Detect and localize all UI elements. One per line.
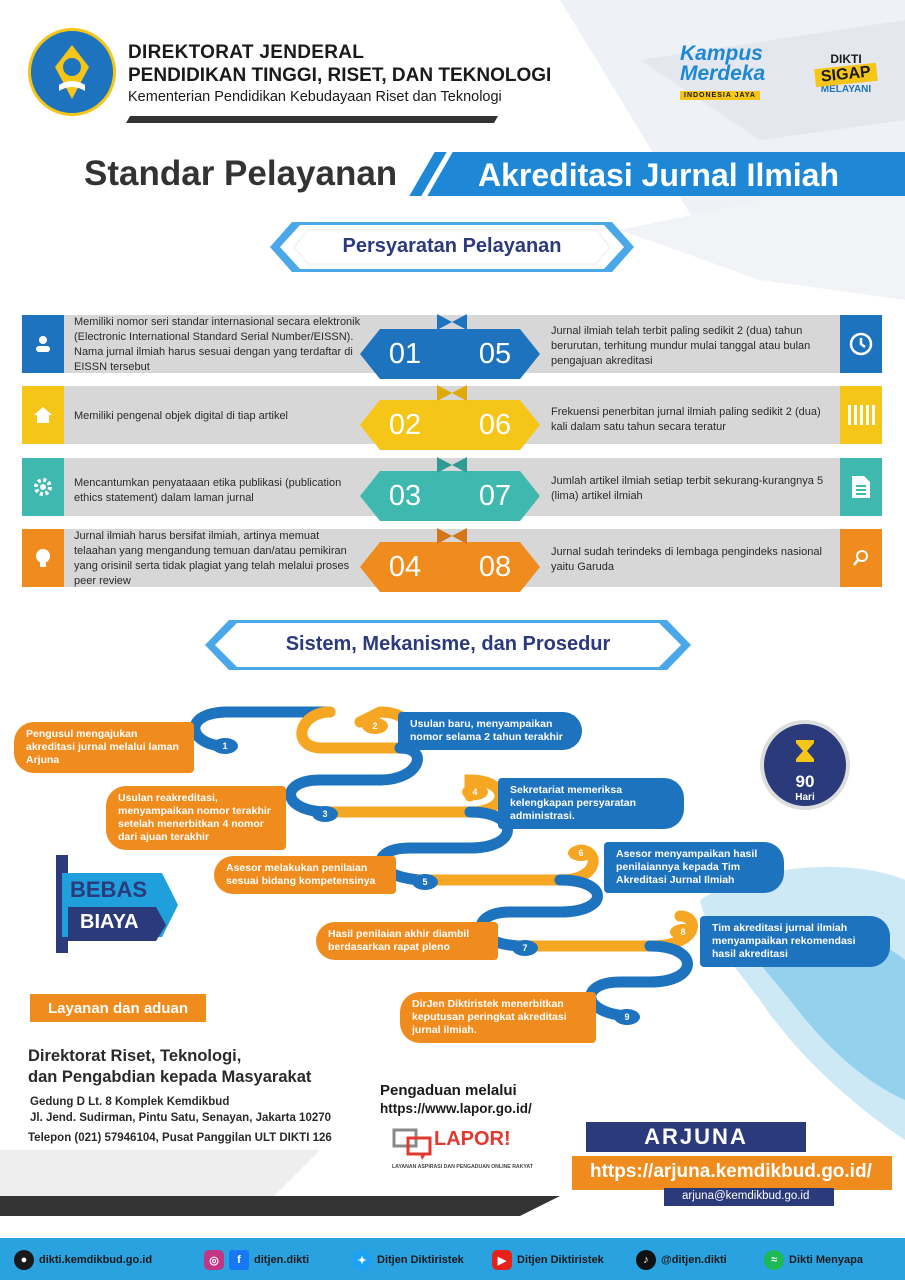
requirement-text-07: Jumlah artikel ilmiah setiap terbit seku…	[551, 475, 824, 502]
duration-unit: Hari	[795, 792, 815, 803]
section-prosedur-title: Sistem, Mekanisme, dan Prosedur	[285, 633, 611, 655]
org-name-line2: PENDIDIKAN TINGGI, RISET, DAN TEKNOLOGI	[128, 65, 552, 86]
requirement-text-06: Frekuensi penerbitan jurnal ilmiah palin…	[551, 406, 821, 433]
bow-decoration-4	[437, 528, 467, 544]
requirement-number-01: 01	[360, 329, 450, 379]
footer-instagram-facebook[interactable]: ◎ f ditjen.dikti	[204, 1250, 309, 1270]
step-marker-6: 6	[568, 845, 594, 861]
lightbulb-icon	[22, 529, 64, 587]
org-name-line1: DIREKTORAT JENDERAL	[128, 42, 365, 63]
step-marker-7: 7	[512, 940, 538, 956]
step-marker-8: 8	[670, 924, 696, 940]
instagram-icon: ◎	[204, 1250, 224, 1270]
title-akreditasi: Akreditasi Jurnal Ilmiah	[478, 157, 840, 193]
section-prosedur-ribbon: Sistem, Mekanisme, dan Prosedur	[205, 618, 691, 672]
directorate-telephone: Telepon (021) 57946104, Pusat Panggilan …	[28, 1132, 332, 1144]
ribbon-shape-2	[205, 620, 691, 670]
arjuna-url-banner	[572, 1156, 892, 1190]
requirement-number-08: 08	[450, 542, 540, 592]
spotify-icon: ≈	[764, 1250, 784, 1270]
step-marker-5: 5	[412, 874, 438, 890]
youtube-icon: ▶	[492, 1250, 512, 1270]
ministry-name: Kementerian Pendidikan Kebudayaan Riset …	[128, 89, 502, 105]
footer-bar	[0, 1238, 905, 1280]
requirement-text-04: Jurnal ilmiah harus bersifat ilmiah, art…	[74, 530, 350, 587]
bow-decoration-1	[437, 314, 467, 330]
gear-icon	[22, 458, 64, 516]
logo-emblem-icon	[55, 45, 89, 99]
globe-icon: ●	[14, 1250, 34, 1270]
tut-wuri-handayani-logo	[28, 28, 116, 116]
pengaduan-info: Pengaduan melalui https://www.lapor.go.i…	[380, 1082, 532, 1118]
step-marker-9: 9	[614, 1009, 640, 1025]
tiktok-icon: ♪	[636, 1250, 656, 1270]
kampus-merdeka-logo: Kampus Merdeka INDONESIA JAYA	[680, 42, 766, 100]
requirement-number-03: 03	[360, 471, 450, 521]
footer-spotify[interactable]: ≈ Dikti Menyapa	[764, 1250, 863, 1270]
lapor-link[interactable]: https://www.lapor.go.id/	[380, 1101, 532, 1116]
lapor-logo: LAPOR! LAYANAN ASPIRASI DAN PENGADUAN ON…	[392, 1128, 533, 1170]
step-marker-2: 2	[362, 718, 388, 734]
ribbon-shape	[270, 222, 634, 272]
arjuna-email-banner	[664, 1188, 834, 1206]
pengaduan-label: Pengaduan melalui	[380, 1082, 517, 1099]
bow-decoration-3	[437, 457, 467, 473]
step-marker-1: 1	[212, 738, 238, 754]
arjuna-label: ARJUNA	[586, 1122, 806, 1152]
requirement-text-03: Mencantumkan penyataaan etika publikasi …	[74, 477, 342, 504]
facebook-icon: f	[229, 1250, 249, 1270]
header-divider	[125, 116, 499, 123]
chat-bubbles-icon	[392, 1128, 432, 1160]
arjuna-url-link[interactable]: https://arjuna.kemdikbud.go.id/	[590, 1161, 872, 1182]
step-text-8: Tim akreditasi jurnal ilmiah menyampaika…	[700, 916, 890, 967]
step-text-3: Usulan reakreditasi, menyampaikan nomor …	[106, 786, 286, 850]
requirement-number-02: 02	[360, 400, 450, 450]
arjuna-email-link[interactable]: arjuna@kemdikbud.go.id	[682, 1190, 810, 1202]
step-text-5: Asesor melakukan penilaian sesuai bidang…	[214, 856, 396, 894]
org-header: DIREKTORAT JENDERAL PENDIDIKAN TINGGI, R…	[128, 42, 551, 105]
duration-value: 90	[795, 772, 815, 791]
directorate-name: Direktorat Riset, Teknologi, dan Pengabd…	[28, 1047, 312, 1086]
duration-badge: 90 Hari	[760, 720, 850, 810]
document-icon	[840, 458, 882, 516]
step-text-1: Pengusul mengajukan akreditasi jurnal me…	[14, 722, 194, 773]
barcode-icon	[840, 386, 882, 444]
dikti-sigap-logo: DIKTI SIGAP MELAYANI	[808, 52, 884, 96]
section-persyaratan-ribbon: Persyaratan Pelayanan	[270, 220, 634, 274]
step-text-2: Usulan baru, menyampaikan nomor selama 2…	[398, 712, 582, 750]
requirement-number-07: 07	[450, 471, 540, 521]
step-text-4: Sekretariat memeriksa kelengkapan persya…	[498, 778, 684, 829]
step-text-6: Asesor menyampaikan hasil penilaiannya k…	[604, 842, 784, 893]
footer-website[interactable]: ● dikti.kemdikbud.go.id	[14, 1250, 152, 1270]
bebas-biaya-badge: BEBAS BIAYA	[56, 855, 178, 953]
step-marker-3: 3	[312, 806, 338, 822]
hourglass-icon	[796, 740, 814, 762]
home-icon	[22, 386, 64, 444]
step-marker-4: 4	[462, 784, 488, 800]
biaya-text: BIAYA	[80, 911, 139, 933]
section-persyaratan-title: Persyaratan Pelayanan	[342, 235, 562, 257]
search-icon	[840, 529, 882, 587]
requirement-number-06: 06	[450, 400, 540, 450]
requirement-text-08: Jurnal sudah terindeks di lembaga pengin…	[551, 546, 822, 573]
footer-tiktok[interactable]: ♪ @ditjen.dikti	[636, 1250, 727, 1270]
step-text-7: Hasil penilaian akhir diambil berdasarka…	[316, 922, 498, 960]
requirement-text-02: Memiliki pengenal objek digital di tiap …	[74, 410, 289, 422]
requirement-text-05: Jurnal ilmiah telah terbit paling sediki…	[551, 325, 811, 367]
bebas-text: BEBAS	[70, 877, 148, 902]
bow-decoration-2	[437, 385, 467, 401]
requirement-number-04: 04	[360, 542, 450, 592]
requirement-text-01: Memiliki nomor seri standar internasiona…	[74, 316, 361, 373]
title-standar-pelayanan: Standar Pelayanan	[84, 154, 398, 193]
footer-youtube[interactable]: ▶ Ditjen Diktiristek	[492, 1250, 604, 1270]
user-icon	[22, 315, 64, 373]
layanan-aduan-tag: Layanan dan aduan	[30, 994, 206, 1022]
clock-icon	[840, 315, 882, 373]
directorate-address: Gedung D Lt. 8 Komplek Kemdikbud Jl. Jen…	[30, 1096, 332, 1124]
requirement-number-05: 05	[450, 329, 540, 379]
step-text-9: DirJen Diktiristek menerbitkan keputusan…	[400, 992, 596, 1043]
twitter-icon: ✦	[352, 1250, 372, 1270]
footer-twitter[interactable]: ✦ Ditjen Diktiristek	[352, 1250, 464, 1270]
